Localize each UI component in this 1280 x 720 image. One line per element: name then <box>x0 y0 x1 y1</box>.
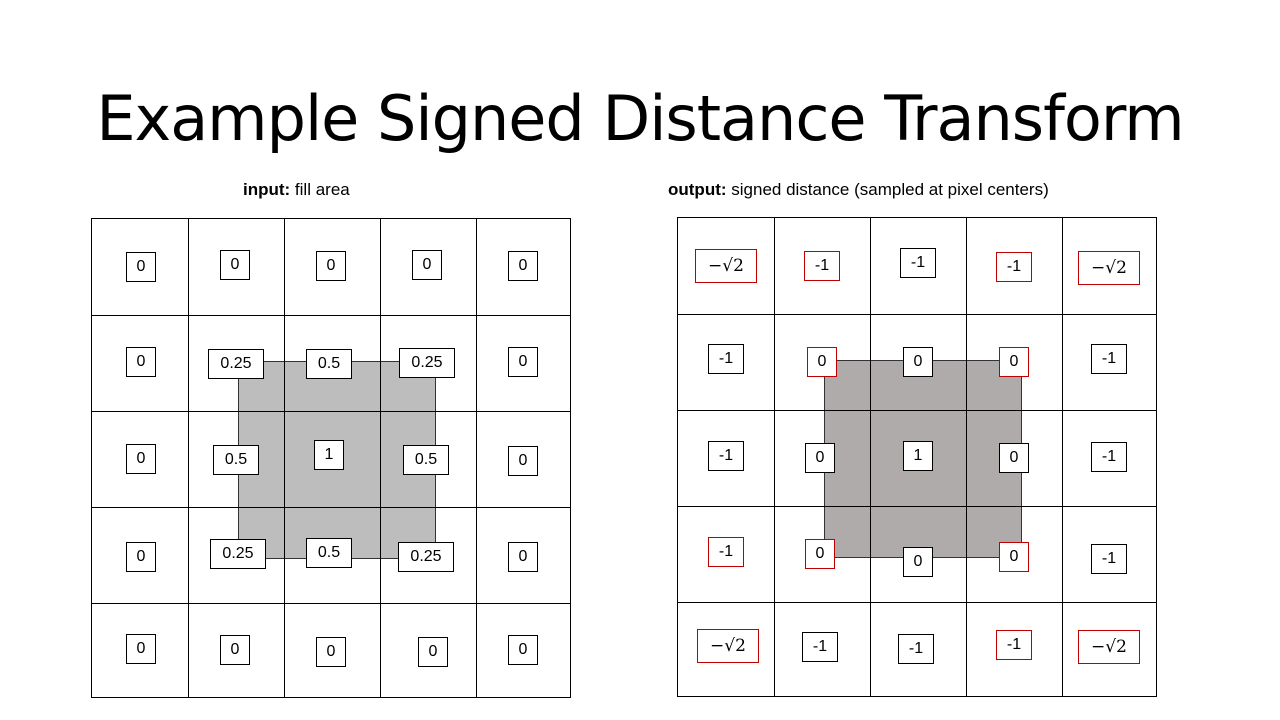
output-value-box: 0 <box>999 542 1029 572</box>
input-value-box: 0 <box>220 635 250 665</box>
output-caption-label: output: <box>668 180 727 199</box>
input-value-box: 0 <box>412 250 442 280</box>
output-value-box: −√2 <box>1078 251 1140 285</box>
input-value-box: 0 <box>126 634 156 664</box>
input-value-box: 0.5 <box>403 445 449 475</box>
output-grid-vline <box>774 218 775 696</box>
input-value-box: 0 <box>126 252 156 282</box>
output-value-box: 0 <box>805 539 835 569</box>
input-value-box: 0.25 <box>210 539 266 569</box>
output-value-box: -1 <box>804 251 840 281</box>
input-value-box: 0 <box>508 347 538 377</box>
output-caption-text: signed distance (sampled at pixel center… <box>726 180 1049 199</box>
input-caption-text: fill area <box>290 180 350 199</box>
output-value-box: -1 <box>900 248 936 278</box>
output-value-box: 0 <box>903 547 933 577</box>
input-value-box: 0 <box>508 251 538 281</box>
input-value-box: 0.25 <box>208 349 264 379</box>
output-caption: output: signed distance (sampled at pixe… <box>668 180 1049 200</box>
output-grid-vline <box>870 218 871 696</box>
input-value-box: 0 <box>508 542 538 572</box>
slide-title: Example Signed Distance Transform <box>96 82 1184 155</box>
output-value-box: -1 <box>708 537 744 567</box>
output-value-box: -1 <box>898 634 934 664</box>
input-value-box: 0.25 <box>399 348 455 378</box>
input-grid: 0 0 0 0 0 0 0.25 0.5 0.25 0 0 0.5 1 0.5 0 0 0.25 0.5 0.25 0… <box>91 218 571 698</box>
input-grid-hline <box>92 603 570 604</box>
output-grid-vline <box>1062 218 1063 696</box>
output-grid-hline <box>678 410 1156 411</box>
output-value-box: -1 <box>996 630 1032 660</box>
input-value-box: 0 <box>508 635 538 665</box>
output-grid-hline <box>678 314 1156 315</box>
output-value-box: 0 <box>903 347 933 377</box>
input-value-box: 1 <box>314 440 344 470</box>
input-value-box: 0.5 <box>213 445 259 475</box>
input-value-box: 0 <box>316 251 346 281</box>
output-value-box: -1 <box>708 344 744 374</box>
input-value-box: 0 <box>220 250 250 280</box>
output-value-box: 0 <box>805 443 835 473</box>
output-value-box: −√2 <box>695 249 757 283</box>
input-value-box: 0 <box>316 637 346 667</box>
input-grid-vline <box>476 219 477 697</box>
output-grid-vline <box>966 218 967 696</box>
output-value-box: 1 <box>903 441 933 471</box>
output-value-box: 0 <box>999 443 1029 473</box>
input-grid-vline <box>380 219 381 697</box>
output-value-box: -1 <box>802 632 838 662</box>
output-value-box: -1 <box>1091 544 1127 574</box>
input-grid-vline <box>188 219 189 697</box>
input-grid-hline <box>92 411 570 412</box>
input-grid-hline <box>92 315 570 316</box>
output-value-box: -1 <box>1091 344 1127 374</box>
output-value-box: −√2 <box>1078 630 1140 664</box>
input-value-box: 0 <box>126 347 156 377</box>
output-grid-hline <box>678 602 1156 603</box>
output-grid-hline <box>678 506 1156 507</box>
input-caption-label: input: <box>243 180 291 199</box>
input-caption: input: fill area <box>243 180 350 200</box>
input-value-box: 0 <box>418 637 448 667</box>
input-value-box: 0 <box>126 444 156 474</box>
input-value-box: 0.5 <box>306 349 352 379</box>
input-grid-hline <box>92 507 570 508</box>
output-value-box: -1 <box>1091 442 1127 472</box>
input-value-box: 0.25 <box>398 542 454 572</box>
input-value-box: 0 <box>508 446 538 476</box>
output-value-box: 0 <box>807 347 837 377</box>
input-grid-vline <box>284 219 285 697</box>
input-value-box: 0.5 <box>306 538 352 568</box>
output-value-box: -1 <box>996 252 1032 282</box>
input-value-box: 0 <box>126 542 156 572</box>
output-value-box: −√2 <box>697 629 759 663</box>
output-grid: −√2 -1 -1 -1 −√2 -1 0 0 0 -1 -1 0 1 0 -1 -1 0 0 0 -1 −√2 -1 -1… <box>677 217 1157 697</box>
output-value-box: 0 <box>999 347 1029 377</box>
output-value-box: -1 <box>708 441 744 471</box>
